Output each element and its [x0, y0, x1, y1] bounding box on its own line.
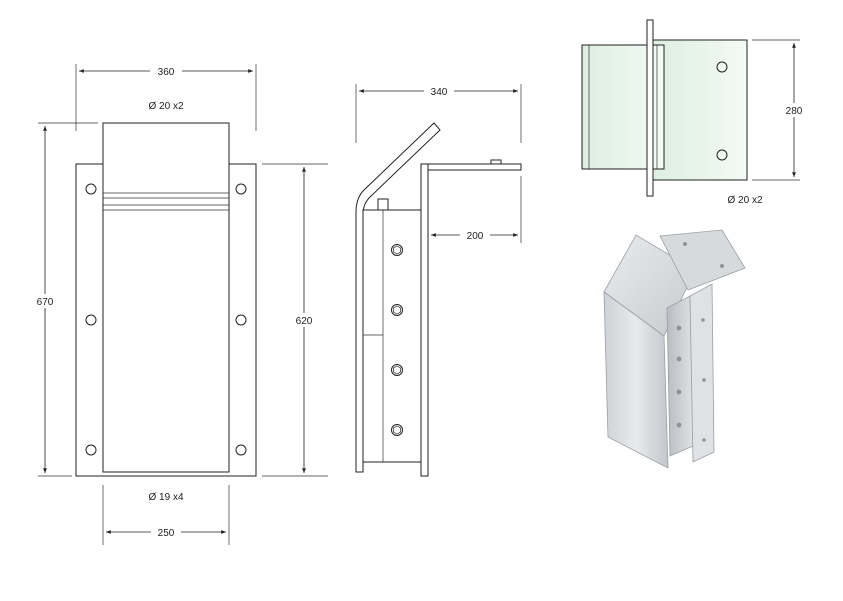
mounting-hole	[702, 378, 706, 382]
dim-label-width-top: 360	[158, 67, 175, 78]
front-guard-plate	[102, 122, 230, 473]
render-guard-front	[603, 291, 669, 469]
bolt-icon	[676, 356, 682, 362]
render-base-plate	[689, 283, 715, 463]
bolt-icon	[393, 425, 401, 435]
top-bracket-flange	[646, 19, 654, 197]
label-backdrop	[33, 294, 57, 308]
label-backdrop	[150, 64, 182, 78]
mounting-hole	[235, 444, 247, 456]
label-backdrop	[291, 313, 317, 327]
holes-top-note: Ø 20 x2	[148, 101, 183, 112]
side-base-plate	[420, 163, 429, 477]
top-holes-note: Ø 20 x2	[727, 195, 762, 206]
mounting-hole	[720, 264, 724, 268]
mounting-hole	[716, 149, 728, 161]
bolt-icon	[676, 422, 682, 428]
mounting-hole	[85, 314, 97, 326]
render-bracket-side	[666, 295, 694, 457]
side-view: 340 200	[355, 84, 522, 477]
mounting-hole	[701, 318, 705, 322]
label-backdrop	[424, 84, 454, 98]
bolt-icon	[393, 245, 401, 255]
isometric-render	[603, 229, 746, 469]
mounting-hole	[716, 61, 728, 73]
render-top-flange	[659, 229, 746, 291]
side-flange-nub	[490, 159, 502, 165]
dim-label-side-depth: 200	[467, 231, 484, 242]
mounting-hole	[235, 183, 247, 195]
label-backdrop	[779, 103, 809, 117]
dim-label-height-inner: 620	[296, 316, 313, 327]
dim-label-side-width: 340	[431, 87, 448, 98]
top-base-plate	[651, 39, 748, 181]
dim-label-height-total: 670	[37, 297, 54, 308]
bolt-icon	[676, 389, 682, 395]
label-backdrop	[151, 525, 181, 539]
front-view: 360 Ø 20 x2 670 620 Ø 19 x4 250	[33, 64, 328, 545]
bolt-icon	[393, 365, 401, 375]
bolt-group	[391, 244, 403, 436]
mounting-hole	[683, 242, 687, 246]
dim-label-top-height: 280	[786, 106, 803, 117]
holes-bottom-note: Ø 19 x4	[148, 492, 183, 503]
mounting-hole	[85, 183, 97, 195]
label-backdrop	[460, 228, 490, 242]
mounting-hole	[235, 314, 247, 326]
side-small-tab	[377, 198, 389, 211]
side-top-flange	[427, 163, 522, 171]
dim-label-width-bottom: 250	[158, 528, 175, 539]
bolt-icon	[393, 305, 401, 315]
mounting-hole	[85, 444, 97, 456]
bolt-icon	[676, 325, 682, 331]
top-view: 280 Ø 20 x2	[581, 19, 809, 206]
mounting-hole	[702, 438, 706, 442]
